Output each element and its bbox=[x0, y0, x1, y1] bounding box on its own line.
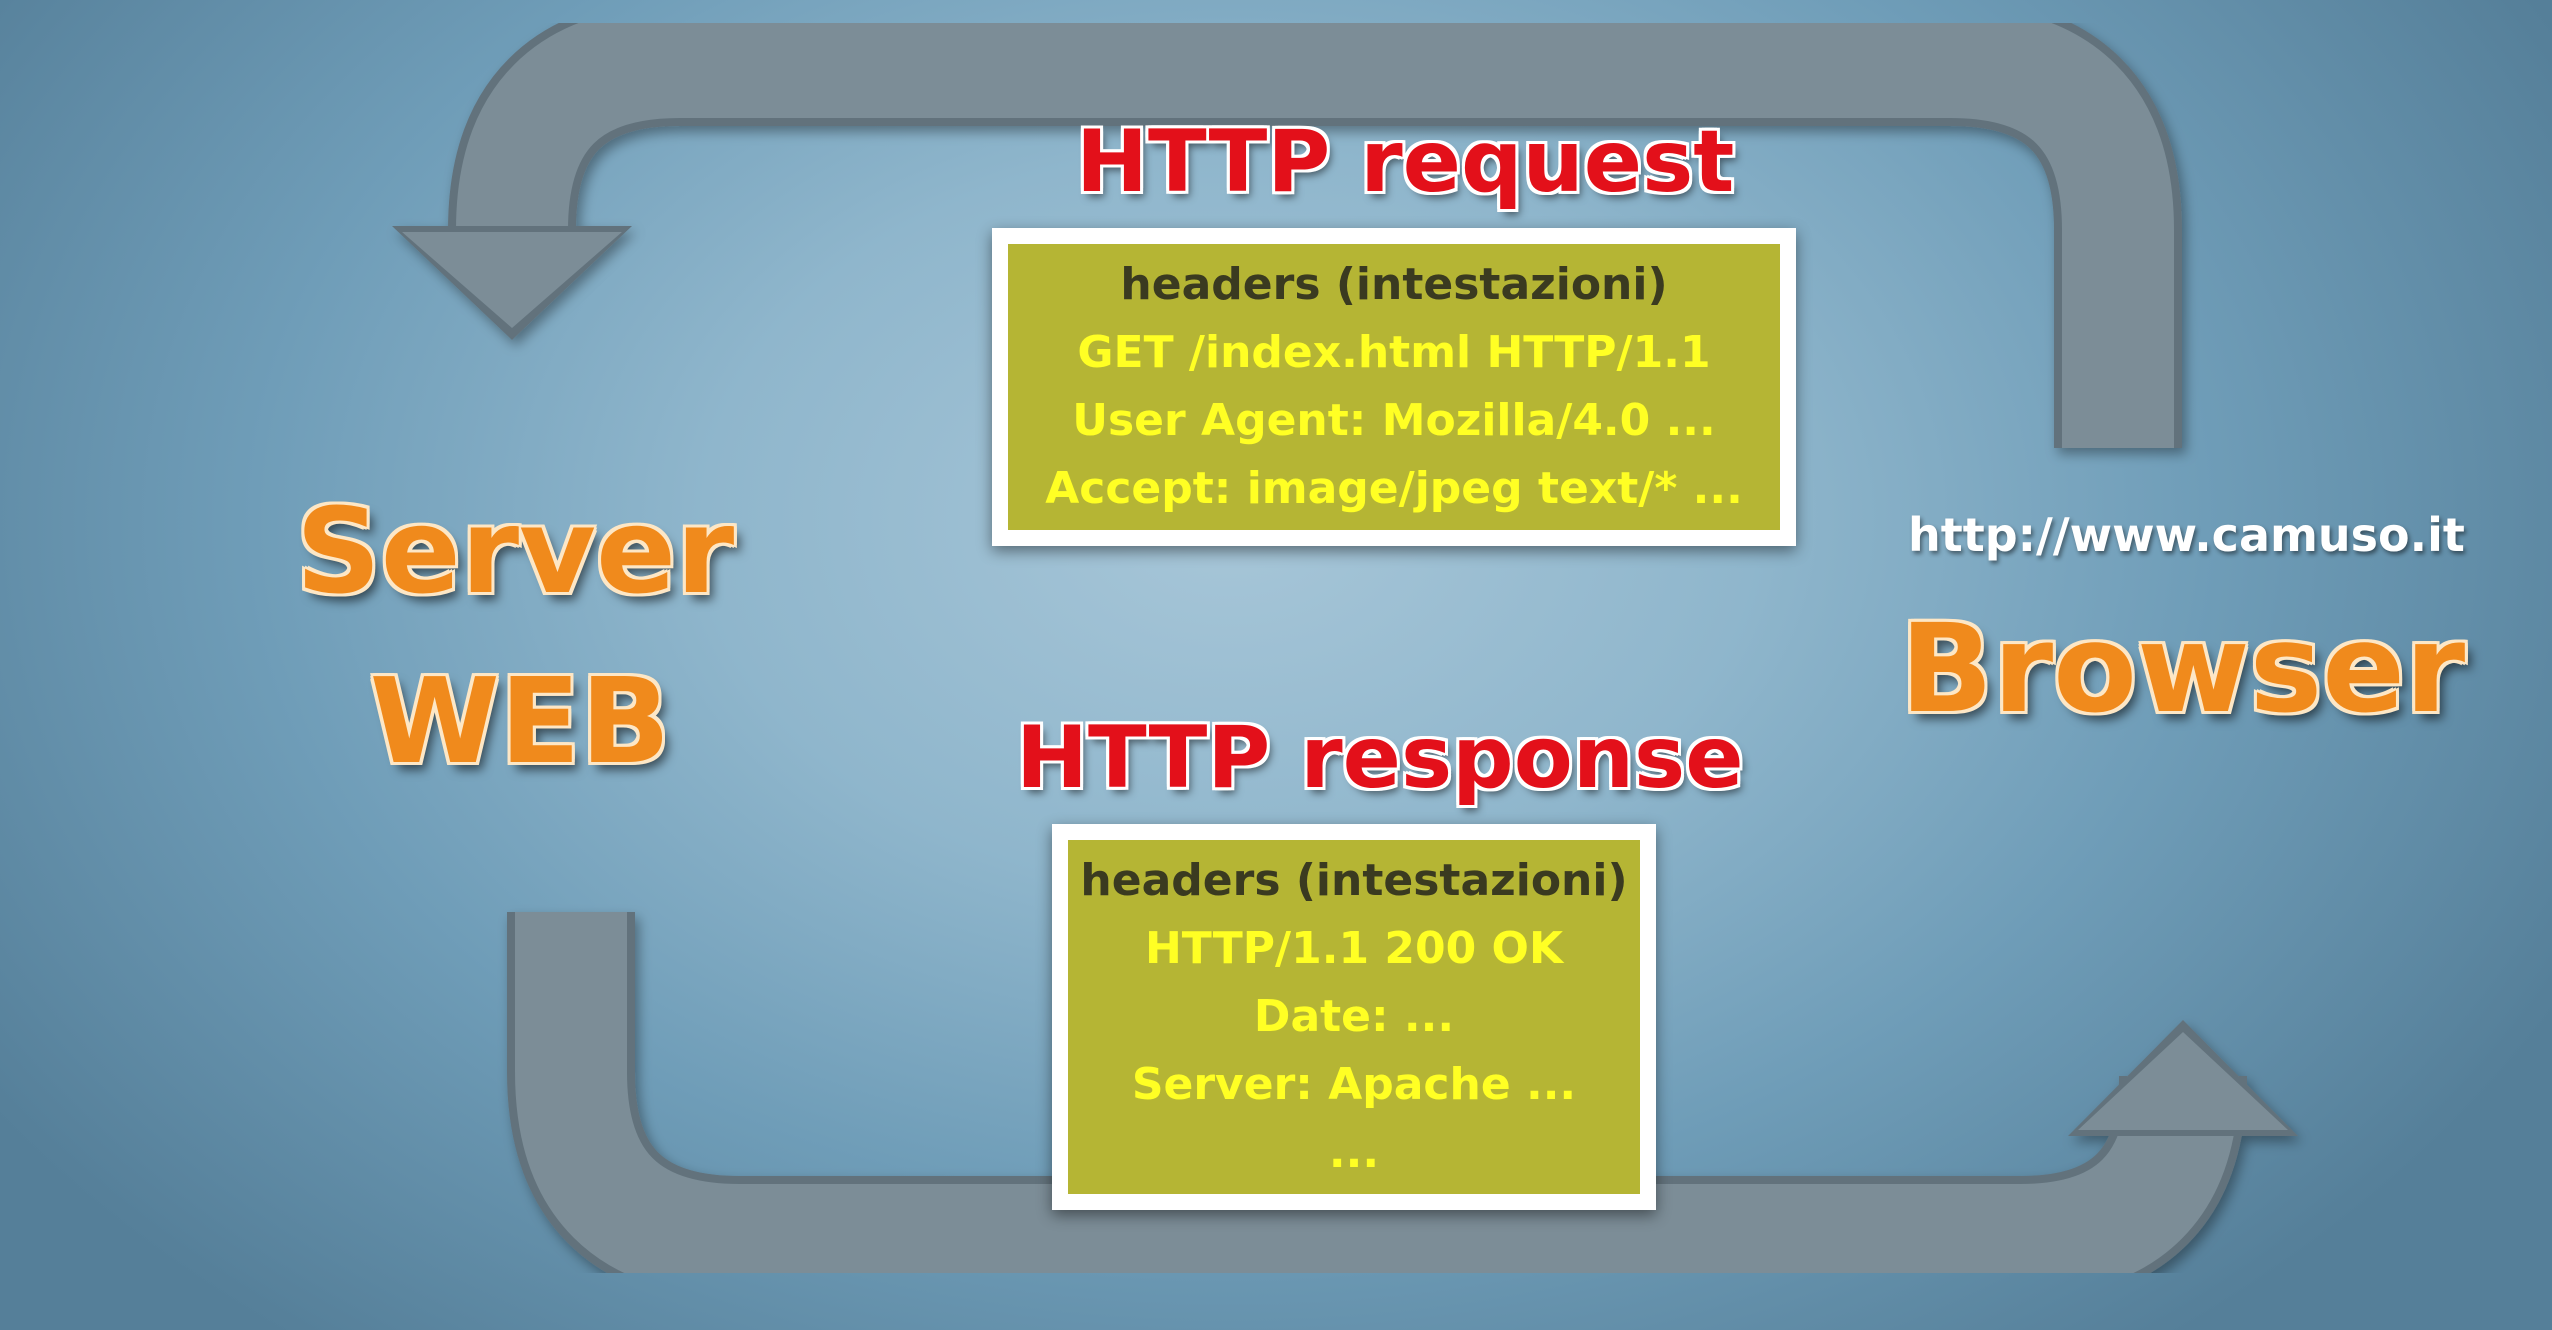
web-label: WEB bbox=[369, 652, 671, 790]
browser-label: Browser bbox=[1900, 598, 2466, 740]
request-arrow-icon bbox=[392, 0, 2182, 448]
accept-line: Accept: image/jpeg text/* ... bbox=[1045, 463, 1743, 514]
response-arrow-icon bbox=[507, 912, 2298, 1304]
ellipsis-line: ... bbox=[1328, 1127, 1380, 1178]
server-line: Server: Apache ... bbox=[1131, 1059, 1577, 1110]
response-title: HTTP response bbox=[1016, 708, 1744, 808]
date-line: Date: ... bbox=[1253, 991, 1455, 1042]
server-label: Server bbox=[295, 482, 735, 620]
response-headers-label: headers (intestazioni) bbox=[1080, 855, 1628, 906]
request-headers-box: headers (intestazioni) GET /index.html H… bbox=[992, 228, 1796, 546]
browser-url: http://www.camuso.it bbox=[1908, 508, 2465, 562]
request-title: HTTP request bbox=[1076, 112, 1735, 212]
status-line: HTTP/1.1 200 OK bbox=[1144, 923, 1564, 974]
request-headers-label: headers (intestazioni) bbox=[1120, 259, 1668, 310]
request-line: GET /index.html HTTP/1.1 bbox=[1077, 327, 1711, 378]
response-headers-box: headers (intestazioni) HTTP/1.1 200 OK D… bbox=[1052, 824, 1656, 1210]
user-agent-line: User Agent: Mozilla/4.0 ... bbox=[1072, 395, 1716, 446]
